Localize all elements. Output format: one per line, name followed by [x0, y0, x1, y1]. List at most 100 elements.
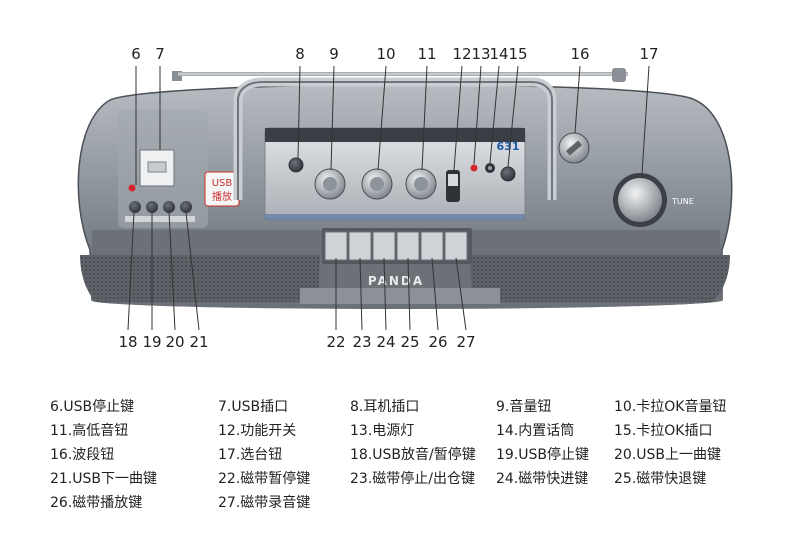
tone-knob[interactable] [405, 168, 437, 200]
karaoke-mic-jack[interactable] [500, 166, 516, 182]
leader-line [489, 65, 500, 164]
callout-23: 23 [352, 333, 371, 351]
usb-stop-button[interactable] [146, 201, 158, 213]
karaoke-volume-knob[interactable] [361, 168, 393, 200]
callout-27: 27 [456, 333, 475, 351]
usb-next-button[interactable] [180, 201, 192, 213]
legend-item: 14.内置话筒 [496, 423, 575, 439]
cassette-keys [322, 228, 472, 264]
legend-item: 24.磁带快进键 [496, 471, 589, 487]
usb-prev-button[interactable] [163, 201, 175, 213]
leader-line [383, 257, 387, 331]
leader-line [641, 65, 650, 175]
left-speaker-grill [80, 255, 320, 302]
leader-line [507, 65, 519, 168]
usb-badge-line1: USB [212, 178, 233, 189]
headphone-jack[interactable] [288, 157, 304, 173]
built-in-microphone-icon [485, 163, 495, 173]
power-led [470, 164, 478, 172]
legend-item: 7.USB插口 [218, 399, 289, 415]
legend-item: 20.USB上一曲键 [614, 447, 722, 463]
legend-item: 6.USB停止键 [50, 399, 135, 415]
model-number: 631 [497, 140, 520, 153]
callout-15: 15 [508, 45, 527, 63]
parts-legend: 6.USB停止键 7.USB插口 8.耳机插口 9.音量钮 10.卡拉OK音量钮… [0, 390, 790, 550]
leader-line [168, 211, 176, 331]
band-knob[interactable] [558, 132, 590, 164]
callout-19: 19 [142, 333, 161, 351]
callout-7: 7 [155, 45, 165, 63]
right-speaker-grill [470, 255, 730, 302]
legend-item: 19.USB停止键 [496, 447, 590, 463]
callout-16: 16 [570, 45, 589, 63]
callout-6: 6 [131, 45, 141, 63]
leader-line [453, 65, 463, 171]
usb-indicator-led [128, 184, 136, 192]
legend-item: 12.功能开关 [218, 423, 297, 439]
cassette-pause-key[interactable] [324, 231, 348, 261]
usb-badge-line2: 播放 [212, 190, 232, 203]
legend-item: 13.电源灯 [350, 423, 415, 439]
leader-lines [127, 65, 650, 331]
leader-line [297, 65, 301, 159]
leader-line [431, 257, 439, 331]
callout-numbers-top: 6 7 8 9 10 11 12 13 14 15 16 17 [131, 45, 658, 63]
legend-item: 18.USB放音/暂停键 [350, 447, 476, 463]
control-panel [264, 127, 526, 221]
callout-13: 13 [471, 45, 490, 63]
callout-18: 18 [118, 333, 137, 351]
legend-item: 8.耳机插口 [350, 399, 420, 415]
leader-line [473, 65, 482, 165]
leader-line [127, 211, 135, 331]
legend-item: 10.卡拉OK音量钮 [614, 399, 727, 415]
leader-line [185, 211, 200, 331]
callout-24: 24 [376, 333, 395, 351]
cassette-record-key[interactable] [444, 231, 468, 261]
leader-line [574, 65, 581, 134]
legend-item: 26.磁带播放键 [50, 495, 143, 511]
callout-12: 12 [452, 45, 471, 63]
callout-25: 25 [400, 333, 419, 351]
antenna [172, 68, 628, 82]
callout-22: 22 [326, 333, 345, 351]
legend-item: 25.磁带快退键 [614, 471, 707, 487]
legend-item: 21.USB下一曲键 [50, 471, 158, 487]
callout-numbers-bottom: 18 19 20 21 22 23 24 25 26 27 [118, 333, 475, 351]
legend-item: 11.高低音钮 [50, 423, 129, 439]
callout-17: 17 [639, 45, 658, 63]
usb-play-pause-button[interactable] [129, 201, 141, 213]
cassette-stop-eject-key[interactable] [348, 231, 372, 261]
tune-label: TUNE [671, 197, 694, 206]
leader-line [330, 65, 335, 171]
callout-9: 9 [329, 45, 339, 63]
legend-item: 9.音量钮 [496, 399, 552, 415]
callout-14: 14 [489, 45, 508, 63]
cassette-rewind-key[interactable] [396, 231, 420, 261]
carry-handle [233, 77, 557, 200]
callout-21: 21 [189, 333, 208, 351]
bottom-strip [300, 288, 500, 304]
cassette-play-key[interactable] [420, 231, 444, 261]
leader-line [455, 257, 467, 331]
legend-item: 23.磁带停止/出仓键 [350, 471, 475, 487]
callout-10: 10 [376, 45, 395, 63]
legend-item: 16.波段钮 [50, 447, 115, 463]
callout-8: 8 [295, 45, 305, 63]
leader-line [377, 65, 387, 171]
legend-item: 22.磁带暂停键 [218, 471, 311, 487]
usb-section [118, 110, 208, 228]
legend-item: 17.选台钮 [218, 447, 283, 463]
leader-line [421, 65, 428, 171]
tuning-knob[interactable] [613, 173, 667, 227]
volume-knob[interactable] [314, 168, 346, 200]
radio-cassette-diagram: USB 播放 631 [77, 45, 733, 351]
callout-11: 11 [417, 45, 436, 63]
cassette-fast-forward-key[interactable] [372, 231, 396, 261]
callout-26: 26 [428, 333, 447, 351]
legend-item: 15.卡拉OK插口 [614, 423, 713, 439]
callout-20: 20 [165, 333, 184, 351]
legend-item: 27.磁带录音键 [218, 495, 311, 511]
brand-logo: PANDA [368, 274, 424, 288]
leader-line [407, 257, 411, 331]
function-switch[interactable] [446, 170, 460, 202]
